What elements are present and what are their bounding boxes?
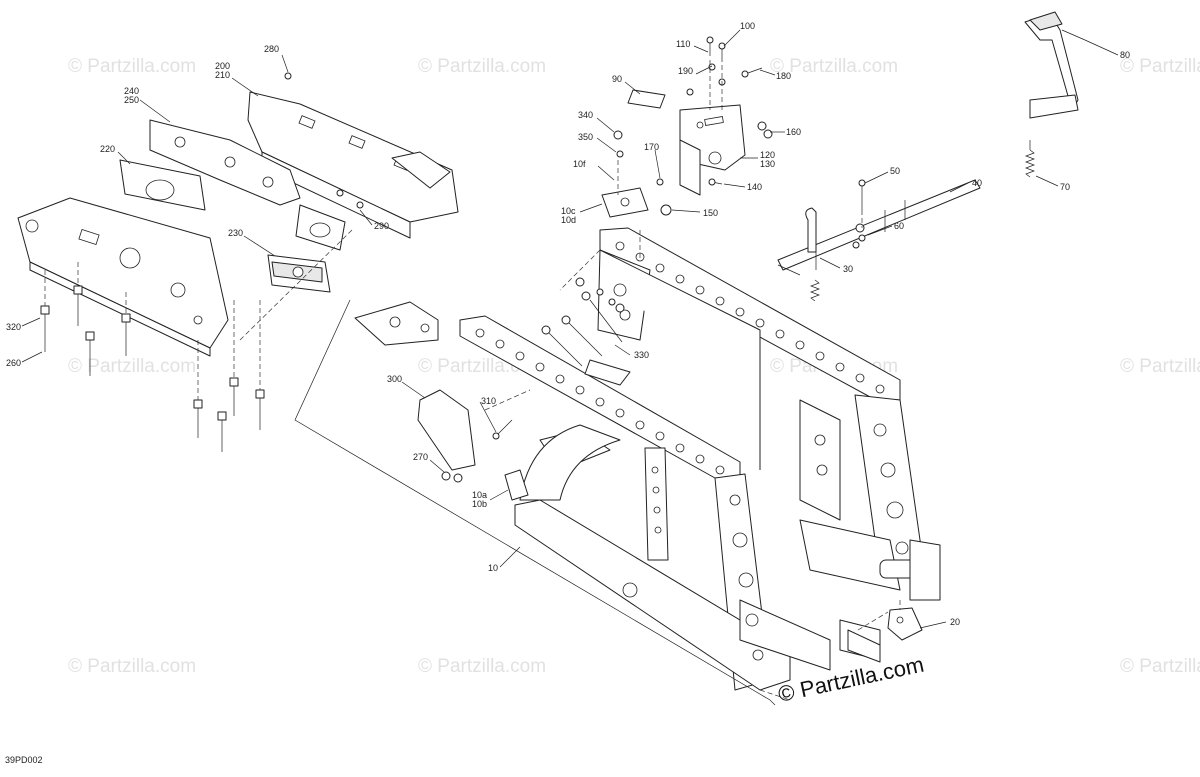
rail-holes-front	[475, 328, 725, 475]
callout-260: 260	[6, 358, 21, 368]
callout-290: 290	[374, 221, 389, 231]
callout-220: 220	[100, 144, 115, 154]
spring-70	[810, 140, 1035, 302]
watermark: © Partzilla.com	[68, 656, 196, 677]
callout-100: 100	[740, 21, 755, 31]
watermark: © Partzilla.com	[770, 56, 898, 77]
leader-lines	[21, 29, 1119, 629]
bolt-group-left	[40, 72, 364, 452]
callout-20: 20	[950, 617, 960, 627]
callout-350: 350	[578, 132, 593, 142]
bracket-10cd	[601, 187, 649, 218]
callout-340: 340	[578, 110, 593, 120]
callout-180: 180	[776, 71, 791, 81]
upper-frame-plate	[247, 91, 459, 239]
callout-190: 190	[678, 66, 693, 76]
callout-80: 80	[1120, 50, 1130, 60]
alignment-lines-center	[484, 60, 901, 701]
callout-10f: 10f	[573, 159, 586, 169]
callout-50: 50	[890, 166, 900, 176]
main-frame	[459, 227, 941, 691]
assembly-outline	[294, 299, 776, 706]
mount-bracket-230	[267, 254, 331, 293]
link-bracket	[847, 629, 881, 663]
callout-30: 30	[843, 264, 853, 274]
plate-20	[887, 607, 923, 641]
callout-40: 40	[972, 178, 982, 188]
callout-170: 170	[644, 142, 659, 152]
callout-320: 320	[6, 322, 21, 332]
watermark: © Partzilla.com	[418, 656, 546, 677]
callout-160: 160	[786, 127, 801, 137]
pedal-shaft-40	[777, 179, 981, 276]
watermark: © Partzilla.com	[68, 356, 196, 377]
callout-310: 310	[481, 396, 496, 406]
lever-30	[805, 207, 817, 270]
pedal-arm-80	[1024, 11, 1086, 119]
plate-holes	[613, 283, 909, 661]
pad-90	[627, 89, 666, 109]
mount-bracket-220	[119, 159, 346, 251]
bolt-group-upper	[613, 36, 773, 216]
callout-10: 10	[488, 563, 498, 573]
callout-300: 300	[387, 374, 402, 384]
callout-140: 140	[747, 182, 762, 192]
watermark: © Partzilla.com	[68, 56, 196, 77]
callout-70: 70	[1060, 182, 1070, 192]
clip-10ab	[504, 469, 529, 501]
callout-270: 270	[413, 452, 428, 462]
watermark: © Partzilla.com	[1120, 656, 1200, 677]
bracket-10f	[354, 301, 439, 346]
callout-110: 110	[676, 39, 690, 49]
gusset-bracket-240	[149, 119, 301, 206]
callout-280: 280	[264, 44, 279, 54]
watermark: © Partzilla.com	[418, 56, 546, 77]
callout-90: 90	[612, 74, 622, 84]
shield-300	[417, 389, 476, 471]
watermark: © Partzilla.com	[1120, 356, 1200, 377]
callout-330: 330	[634, 350, 649, 360]
bolt-group-center	[441, 277, 631, 483]
diagram-code: 39PD002	[5, 755, 43, 765]
callout-230: 230	[228, 228, 243, 238]
callout-150: 150	[703, 208, 718, 218]
front-cross-member	[17, 197, 229, 357]
watermark: © Partzilla.com	[1120, 56, 1200, 77]
callout-60: 60	[894, 221, 904, 231]
alignment-lines-left	[44, 229, 353, 400]
bracket-120-130	[679, 104, 746, 196]
